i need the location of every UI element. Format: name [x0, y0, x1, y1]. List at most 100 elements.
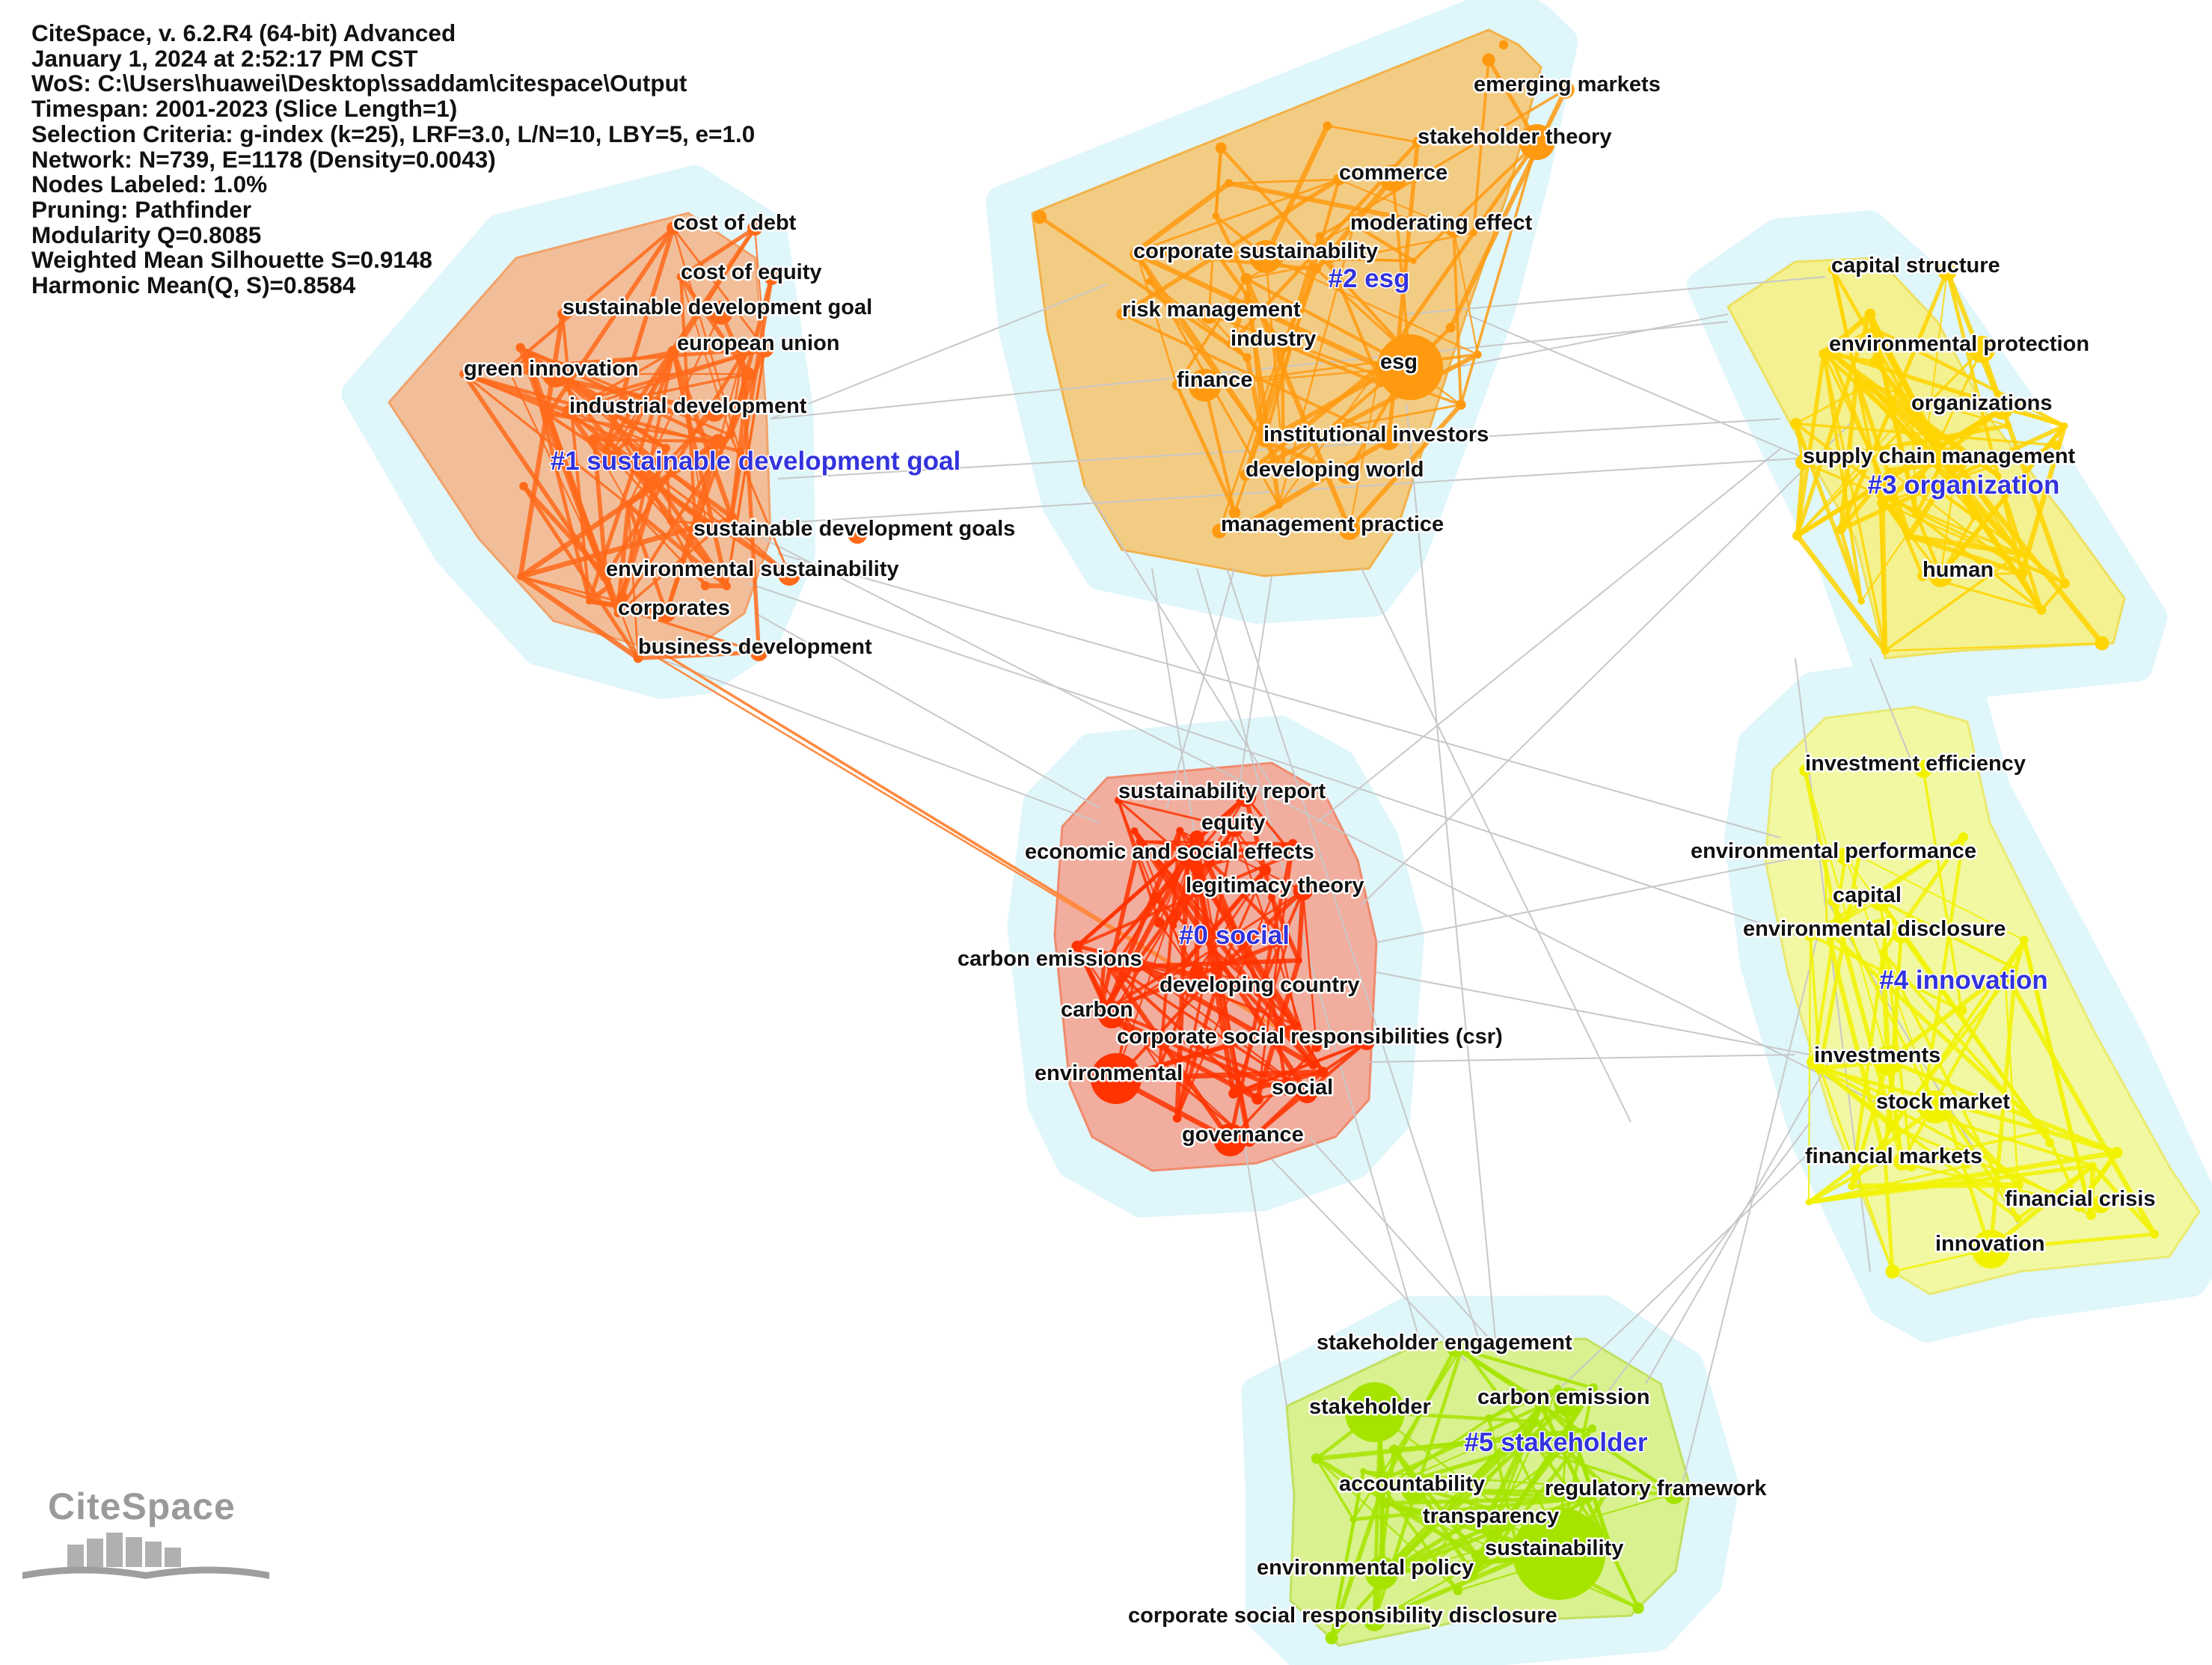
keyword-node[interactable]: [1032, 209, 1047, 224]
keyword-node[interactable]: [1209, 245, 1217, 253]
keyword-node[interactable]: [2015, 1215, 2022, 1222]
keyword-node[interactable]: [1928, 563, 1953, 587]
keyword-node[interactable]: [1513, 1553, 1525, 1565]
keyword-node[interactable]: [599, 569, 613, 583]
keyword-node[interactable]: [1410, 257, 1417, 264]
keyword-node[interactable]: [1188, 369, 1222, 402]
keyword-node[interactable]: [2015, 549, 2024, 558]
keyword-node[interactable]: [1795, 455, 1810, 470]
keyword-node[interactable]: [1426, 1561, 1433, 1569]
keyword-node[interactable]: [1836, 524, 1846, 535]
keyword-node[interactable]: [1968, 336, 1996, 363]
keyword-node[interactable]: [1827, 896, 1838, 907]
keyword-node[interactable]: [722, 581, 732, 591]
keyword-node[interactable]: [1377, 334, 1444, 400]
keyword-node[interactable]: [1293, 881, 1313, 901]
keyword-node[interactable]: [1375, 361, 1385, 372]
keyword-node[interactable]: [1189, 860, 1204, 875]
keyword-node[interactable]: [1189, 965, 1204, 980]
keyword-node[interactable]: [1100, 956, 1109, 965]
keyword-node[interactable]: [1955, 1005, 1967, 1017]
keyword-node[interactable]: [1244, 291, 1251, 298]
keyword-node[interactable]: [633, 653, 643, 663]
keyword-node[interactable]: [1876, 497, 1888, 509]
keyword-node[interactable]: [1145, 278, 1153, 285]
keyword-node[interactable]: [1364, 1610, 1385, 1631]
keyword-node[interactable]: [523, 352, 535, 364]
keyword-node[interactable]: [622, 438, 631, 445]
keyword-node[interactable]: [1243, 353, 1251, 362]
keyword-node[interactable]: [1110, 963, 1118, 972]
keyword-node[interactable]: [1513, 1507, 1606, 1600]
keyword-node[interactable]: [1854, 851, 1863, 860]
keyword-node[interactable]: [1215, 142, 1227, 154]
keyword-node[interactable]: [1389, 1444, 1400, 1455]
keyword-node[interactable]: [2051, 441, 2062, 450]
keyword-node[interactable]: [1632, 1602, 1644, 1614]
keyword-node[interactable]: [2041, 1126, 2050, 1135]
keyword-node[interactable]: [1287, 849, 1297, 859]
keyword-node[interactable]: [1200, 306, 1219, 324]
keyword-node[interactable]: [588, 434, 600, 446]
keyword-node[interactable]: [1333, 174, 1345, 185]
keyword-node[interactable]: [1408, 352, 1418, 363]
keyword-node[interactable]: [700, 580, 710, 591]
keyword-node[interactable]: [1664, 1483, 1685, 1504]
keyword-node[interactable]: [711, 434, 726, 449]
keyword-node[interactable]: [1881, 646, 1890, 655]
keyword-node[interactable]: [1804, 928, 1817, 942]
keyword-node[interactable]: [1249, 240, 1283, 273]
keyword-node[interactable]: [1872, 1046, 1903, 1076]
keyword-node[interactable]: [1279, 464, 1287, 473]
keyword-node[interactable]: [1288, 838, 1298, 849]
keyword-node[interactable]: [764, 270, 779, 285]
keyword-node[interactable]: [1377, 381, 1384, 387]
keyword-node[interactable]: [750, 643, 768, 661]
keyword-node[interactable]: [1378, 1569, 1390, 1580]
keyword-node[interactable]: [2092, 1195, 2110, 1213]
keyword-node[interactable]: [1154, 917, 1165, 928]
keyword-node[interactable]: [1225, 819, 1244, 837]
keyword-node[interactable]: [1561, 1554, 1573, 1566]
keyword-node[interactable]: [1116, 308, 1128, 320]
keyword-node[interactable]: [1814, 1062, 1826, 1075]
keyword-node[interactable]: [1445, 322, 1456, 333]
keyword-node[interactable]: [1412, 137, 1423, 147]
keyword-node[interactable]: [1219, 963, 1227, 970]
keyword-node[interactable]: [1240, 273, 1252, 285]
keyword-node[interactable]: [1865, 380, 1873, 388]
keyword-node[interactable]: [1468, 1571, 1477, 1580]
keyword-node[interactable]: [1176, 827, 1184, 835]
keyword-node[interactable]: [2036, 605, 2047, 615]
keyword-node[interactable]: [605, 583, 613, 590]
keyword-node[interactable]: [515, 343, 525, 352]
keyword-node[interactable]: [1235, 786, 1257, 807]
keyword-node[interactable]: [1128, 956, 1145, 972]
keyword-node[interactable]: [1109, 1075, 1121, 1087]
keyword-node[interactable]: [1268, 894, 1275, 901]
keyword-node[interactable]: [598, 457, 611, 470]
keyword-node[interactable]: [2012, 1180, 2023, 1191]
keyword-node[interactable]: [1905, 532, 1914, 541]
keyword-node[interactable]: [2072, 1197, 2087, 1212]
keyword-node[interactable]: [1917, 474, 1927, 484]
keyword-node[interactable]: [1337, 466, 1355, 484]
keyword-node[interactable]: [1182, 957, 1189, 965]
keyword-node[interactable]: [1275, 501, 1283, 509]
keyword-node[interactable]: [1603, 1483, 1614, 1494]
keyword-node[interactable]: [1114, 796, 1123, 805]
keyword-node[interactable]: [613, 609, 622, 618]
keyword-node[interactable]: [1848, 1182, 1856, 1191]
keyword-node[interactable]: [2045, 1138, 2055, 1147]
keyword-node[interactable]: [2095, 636, 2110, 651]
keyword-node[interactable]: [1853, 376, 1860, 383]
keyword-node[interactable]: [1939, 1103, 1951, 1114]
keyword-node[interactable]: [1132, 248, 1140, 256]
keyword-node[interactable]: [2000, 968, 2009, 977]
keyword-node[interactable]: [2059, 578, 2070, 589]
keyword-node[interactable]: [1492, 1511, 1514, 1532]
keyword-node[interactable]: [1819, 349, 1829, 359]
keyword-node[interactable]: [562, 405, 575, 418]
keyword-node[interactable]: [2012, 966, 2019, 972]
keyword-node[interactable]: [1470, 229, 1477, 237]
